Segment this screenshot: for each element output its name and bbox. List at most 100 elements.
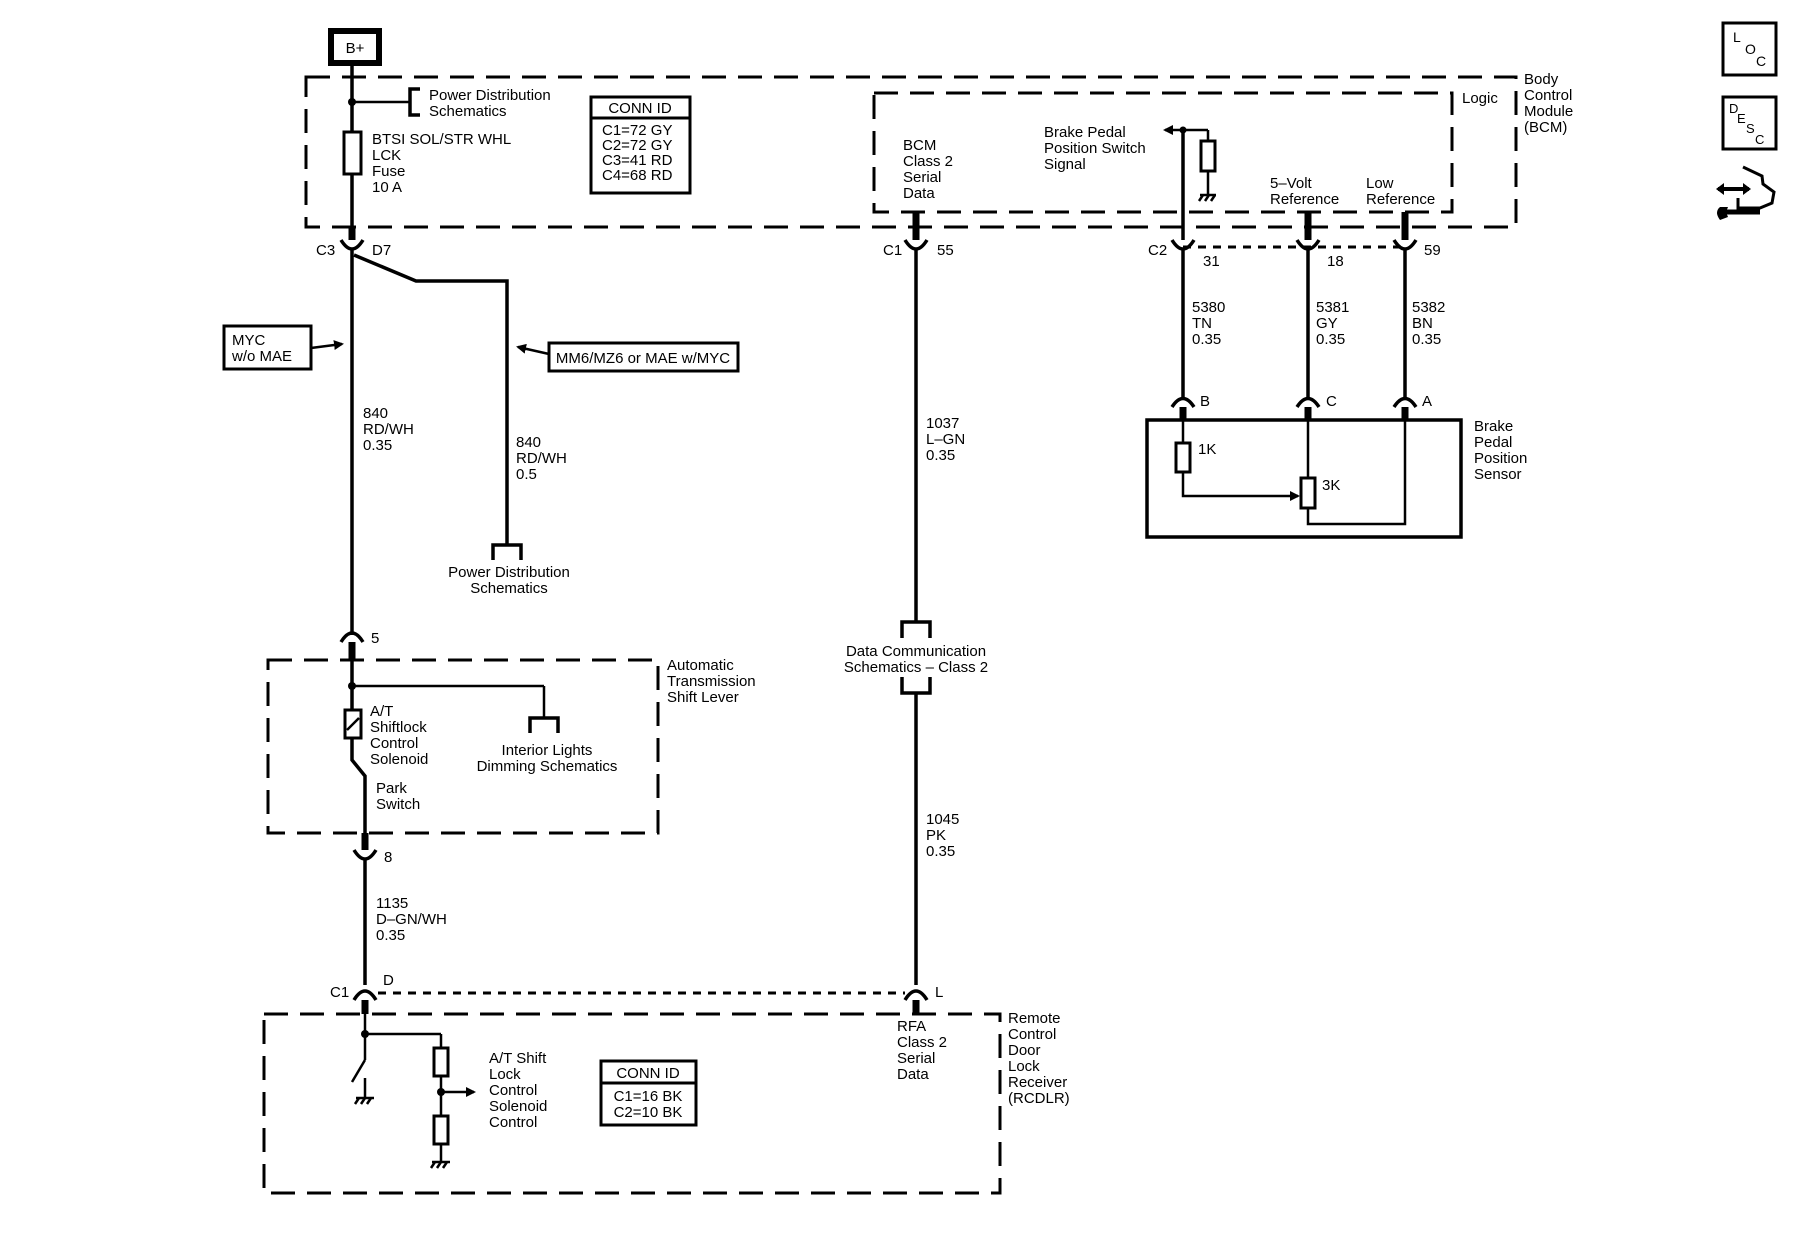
label-line: C1	[330, 984, 349, 1001]
label-line: C	[1326, 393, 1337, 410]
rcdlr-c1-connector: C1 D	[330, 972, 394, 1014]
label-line: 1135	[376, 895, 408, 912]
label-line: Position Switch	[1044, 140, 1146, 157]
label-line: Pedal	[1474, 434, 1512, 451]
label-line: 5382	[1412, 299, 1445, 316]
label-line: Brake Pedal	[1044, 124, 1126, 141]
label-line: 8	[384, 849, 392, 866]
park-switch-icon	[350, 738, 367, 840]
bcm-class2-label: BCM Class 2 Serial Data	[903, 137, 953, 202]
switch-icon	[350, 1059, 367, 1083]
label-line: MM6/MZ6 or MAE w/MYC	[556, 350, 730, 367]
sensor-connectors: B C A	[1170, 393, 1432, 420]
label-line: TN	[1192, 315, 1212, 332]
label-line: Control	[370, 735, 418, 752]
ground-icon	[1197, 193, 1217, 202]
label-line: A/T Shift	[489, 1050, 547, 1067]
label-line: L	[1733, 29, 1741, 45]
label-line: Serial	[903, 169, 941, 186]
data-comm-bracket-top	[900, 620, 932, 638]
brake-pedal-sensor-outline	[1145, 418, 1463, 539]
label-line: Remote	[1008, 1010, 1061, 1027]
label-line: 840	[363, 405, 388, 422]
label-line: (BCM)	[1524, 119, 1567, 136]
label-line: RFA	[897, 1018, 926, 1035]
shift-lever-title: Automatic Transmission Shift Lever	[667, 657, 756, 706]
fuse-icon	[342, 130, 363, 176]
power-dist-ref-bottom[interactable]: Power Distribution Schematics	[448, 564, 570, 597]
shift-lever-outline	[266, 658, 660, 835]
five-volt-ref-label: 5–Volt Reference	[1270, 175, 1339, 208]
loc-icon[interactable]: L O C	[1721, 21, 1778, 77]
rcdlr-title: Remote Control Door Lock Receiver (RCDLR…	[1008, 1010, 1070, 1107]
component-locator-wrench-icon[interactable]	[1716, 165, 1776, 220]
label-line: D7	[372, 242, 391, 259]
label-line: C2	[1148, 242, 1167, 259]
label-line: 18	[1327, 253, 1344, 270]
label-line: BCM	[903, 137, 936, 154]
rcdlr-conn-id-table: CONN ID C1=16 BK C2=10 BK	[599, 1059, 698, 1127]
label-line: Solenoid	[370, 751, 428, 768]
park-switch-label: Park Switch	[376, 780, 420, 813]
fuse-label: BTSI SOL/STR WHL LCK Fuse 10 A	[372, 131, 511, 196]
bcm-outline	[304, 75, 1518, 229]
wiper-arrow	[1181, 472, 1300, 501]
label-line: 5–Volt	[1270, 175, 1313, 192]
label-line: Data	[903, 185, 935, 202]
label-line: A	[1422, 393, 1432, 410]
label-line: D–GN/WH	[376, 911, 447, 928]
bcm-c2-connectors: C2 31 18 59	[1148, 212, 1441, 270]
wire-840-05-label: 840 RD/WH 0.5	[516, 434, 567, 483]
option-arrow-right	[516, 343, 550, 356]
label-line: GY	[1316, 315, 1338, 332]
label-line: C3=41 RD	[602, 152, 673, 169]
rfa-class2-label: RFA Class 2 Serial Data	[897, 1018, 947, 1083]
label-line: C1=16 BK	[614, 1088, 683, 1105]
wire-1135-label: 1135 D–GN/WH 0.35	[376, 895, 447, 944]
label-line: Signal	[1044, 156, 1086, 173]
shift-lever-connector-5: 5	[339, 630, 379, 660]
label-line: Lock	[1008, 1058, 1040, 1075]
label-line: 1037	[926, 415, 959, 432]
label-line: Receiver	[1008, 1074, 1067, 1091]
bcm-conn-id-table: CONN ID C1=72 GY C2=72 GY C3=41 RD C4=68…	[589, 95, 692, 195]
label-line: Dimming Schematics	[477, 758, 618, 775]
desc-icon[interactable]: D E S C	[1721, 95, 1778, 151]
label-line: 0.35	[1192, 331, 1221, 348]
label-line: 5381	[1316, 299, 1349, 316]
data-comm-ref[interactable]: Data Communication Schematics – Class 2	[844, 643, 988, 676]
shiftlock-solenoid-icon	[343, 708, 363, 740]
label-line: C1=72 GY	[602, 122, 672, 139]
divider-resistor-bottom-icon	[432, 1114, 450, 1146]
label-line: 840	[516, 434, 541, 451]
power-dist-ref-top[interactable]: Power Distribution Schematics	[429, 87, 551, 120]
brake-pedal-sensor-title: Brake Pedal Position Sensor	[1474, 418, 1527, 483]
label-line: RD/WH	[363, 421, 414, 438]
label-line: BTSI SOL/STR WHL	[372, 131, 511, 148]
label-line: CONN ID	[616, 1065, 680, 1082]
label-line: Control	[1524, 87, 1572, 104]
label-line: Control	[489, 1114, 537, 1131]
label-line: 0.35	[1316, 331, 1345, 348]
interior-lights-ref[interactable]: Interior Lights Dimming Schematics	[477, 742, 618, 775]
label-line: RD/WH	[516, 450, 567, 467]
label-line: Schematics – Class 2	[844, 659, 988, 676]
ground-icon	[429, 1144, 450, 1169]
label-line: C2=10 BK	[614, 1104, 683, 1121]
label-line: Low	[1366, 175, 1394, 192]
resistor-1k-icon	[1174, 441, 1192, 474]
data-comm-bracket-bottom	[900, 677, 932, 695]
label-line: S	[1746, 121, 1755, 136]
b-plus-label: B+	[346, 40, 365, 57]
label-line: Data Communication	[846, 643, 986, 660]
c3-connector: C3 D7	[316, 227, 391, 259]
label-line: (RCDLR)	[1008, 1090, 1070, 1107]
logic-label: Logic	[1462, 90, 1498, 107]
wire-5381-label: 5381 GY 0.35	[1316, 299, 1349, 348]
label-line: C3	[316, 242, 335, 259]
label-line: B	[1200, 393, 1210, 410]
label-line: Interior Lights	[502, 742, 593, 759]
label-line: C1	[883, 242, 902, 259]
label-line: 0.35	[376, 927, 405, 944]
